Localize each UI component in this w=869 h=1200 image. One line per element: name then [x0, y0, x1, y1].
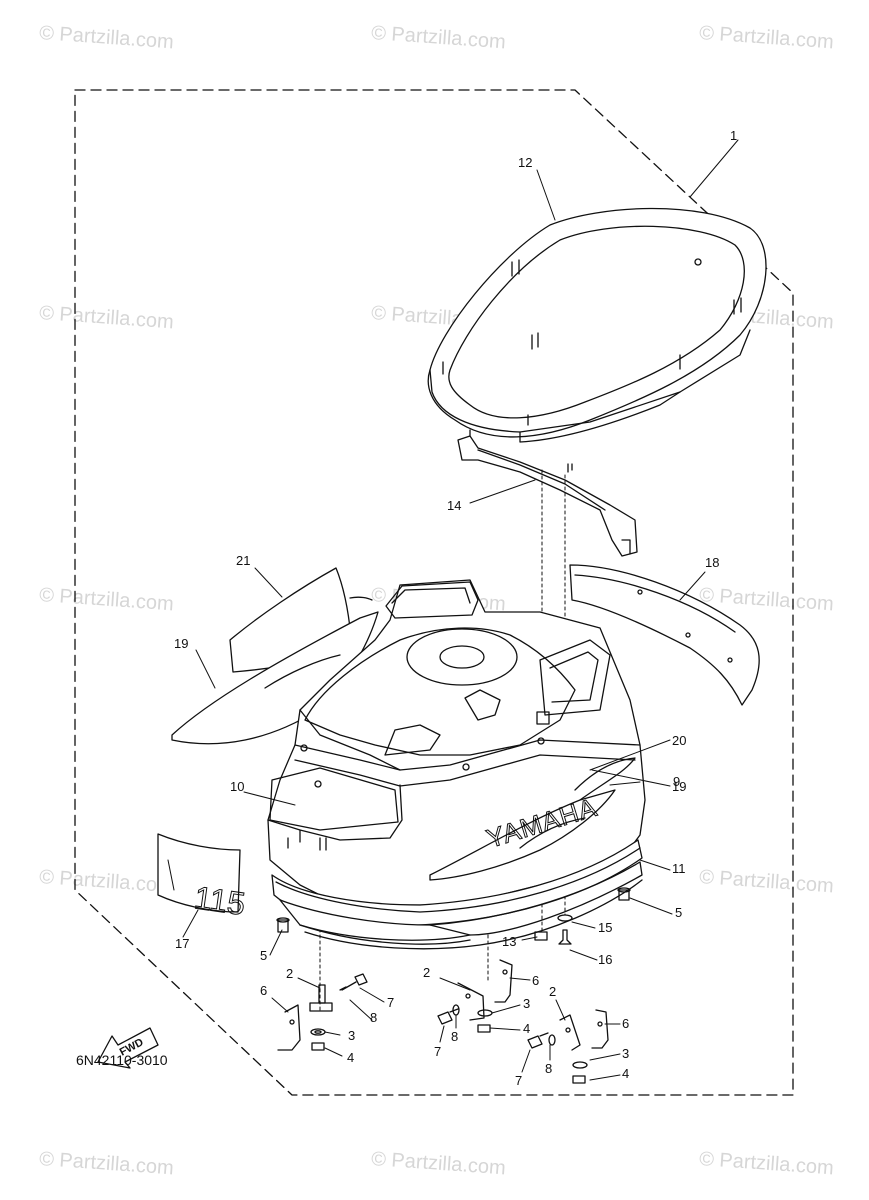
- part-front-panel: [269, 767, 399, 831]
- part-fasteners: [276, 887, 631, 1084]
- callout-label: 14: [447, 498, 461, 513]
- callout-label: 6: [622, 1016, 629, 1031]
- callout-label: 8: [451, 1029, 458, 1044]
- model-number-text: 115: [192, 879, 248, 922]
- callout-label: 16: [598, 952, 612, 967]
- callout-label: 5: [675, 905, 682, 920]
- callout-label: 11: [672, 861, 686, 876]
- callout-label: 3: [622, 1046, 629, 1061]
- callout-label: 4: [523, 1021, 530, 1036]
- callout-label: 2: [423, 965, 430, 980]
- callout-label: 19: [672, 779, 686, 794]
- callout-label: 15: [598, 920, 612, 935]
- callout-label: 21: [236, 553, 250, 568]
- callout-label: 9: [673, 774, 680, 789]
- callout-label: 4: [622, 1066, 629, 1081]
- callout-label: 6: [532, 973, 539, 988]
- callout-leaders: [182, 139, 739, 1081]
- callout-label: 2: [549, 984, 556, 999]
- callout-label: 8: [545, 1061, 552, 1076]
- diagram-code: 6N42110-3010: [76, 1052, 168, 1068]
- callout-label: 19: [174, 636, 188, 651]
- part-top-cap: [427, 207, 767, 443]
- part-cowling-seal: [271, 839, 643, 950]
- part-rear-bracket: [457, 429, 638, 557]
- callout-label: 3: [523, 996, 530, 1011]
- callout-label: 6: [260, 983, 267, 998]
- fwd-arrow-icon: [97, 1027, 159, 1069]
- callout-label: 7: [434, 1044, 441, 1059]
- callout-label: 13: [502, 934, 516, 949]
- part-side-panel-right: [569, 564, 760, 706]
- assembly-boundary: [74, 89, 794, 1096]
- callout-label: 7: [515, 1073, 522, 1088]
- callout-label: 5: [260, 948, 267, 963]
- part-top-cowling: [267, 579, 646, 906]
- callout-label: 7: [387, 995, 394, 1010]
- callout-label: 4: [347, 1050, 354, 1065]
- callout-label: 8: [370, 1010, 377, 1025]
- callout-label: 2: [286, 966, 293, 981]
- callout-label: 20: [672, 733, 686, 748]
- callout-label: 1: [730, 128, 737, 143]
- part-model-plate: [157, 833, 241, 913]
- callout-label: 18: [705, 555, 719, 570]
- callout-label: 17: [175, 936, 189, 951]
- callout-label: 12: [518, 155, 532, 170]
- callout-label: 3: [348, 1028, 355, 1043]
- callout-label: 10: [230, 779, 244, 794]
- callout-numbers: 1 12 14 21 18 19 20 9 10 19 11 5 17 15 5…: [174, 128, 737, 1088]
